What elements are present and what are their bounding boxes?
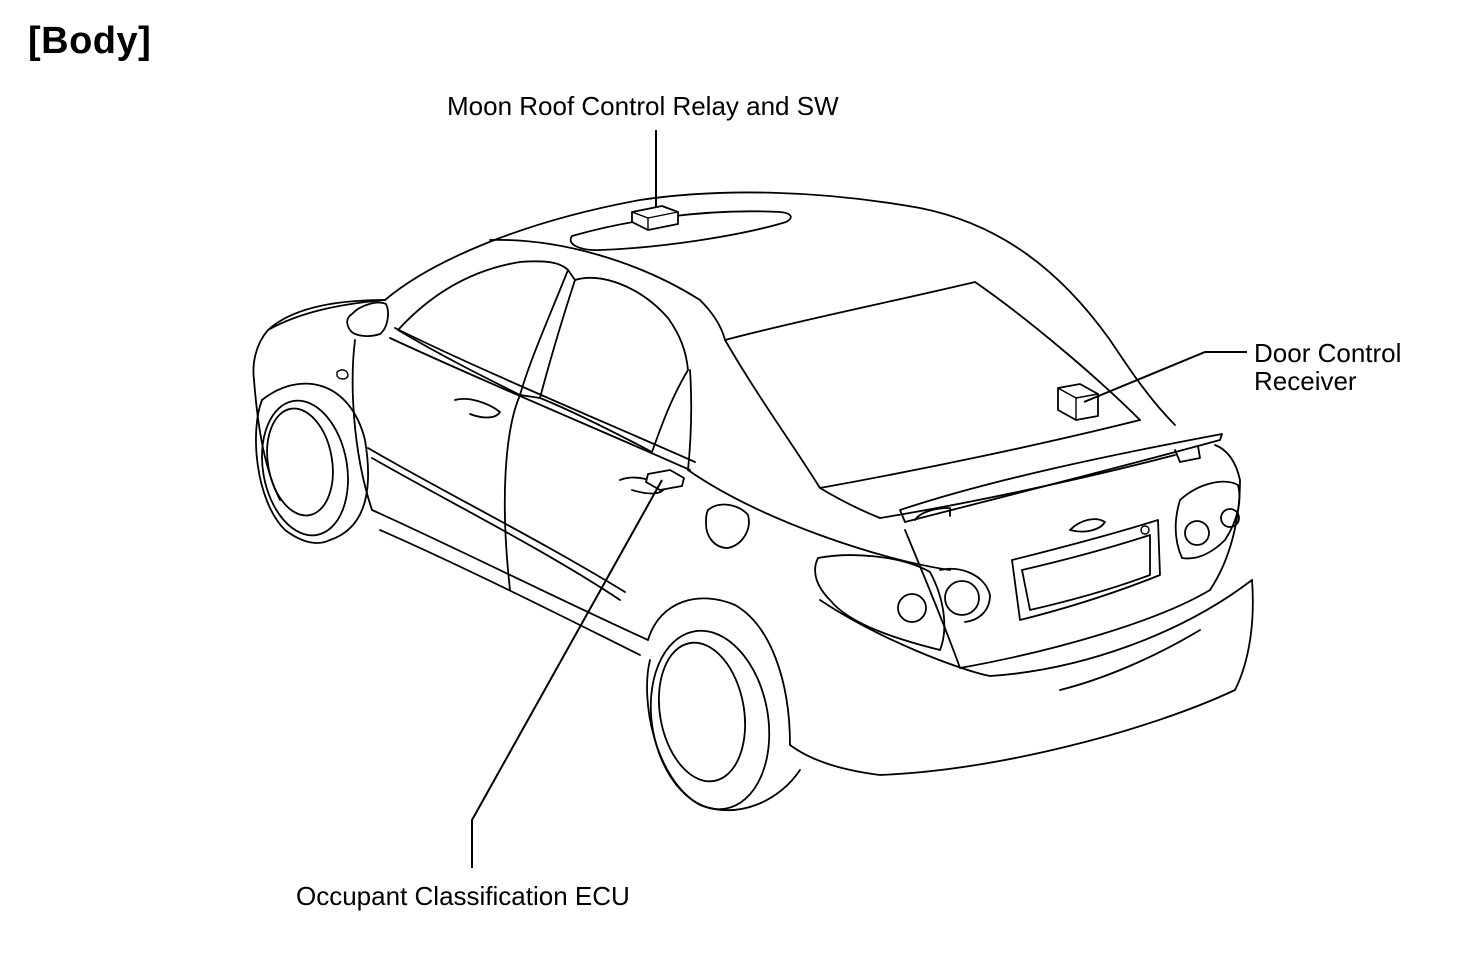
- occupant-leader-line: [471, 479, 663, 868]
- moon-roof-control-relay-label: Moon Roof Control Relay and SW: [447, 91, 839, 121]
- occupant-classification-ecu-label: Occupant Classification ECU: [296, 881, 630, 911]
- door-control-receiver-box: [1057, 383, 1099, 421]
- door-control-receiver-label-line1: Door Control: [1254, 338, 1402, 368]
- page-title: [Body]: [28, 20, 152, 62]
- front-wheel: [255, 382, 369, 544]
- door-control-receiver-label-line2: Receiver: [1254, 366, 1357, 396]
- occupant-classification-ecu-box: [645, 469, 685, 491]
- door-control-leader-line: [1083, 351, 1247, 403]
- moon-roof-control-relay-box: [631, 205, 679, 231]
- car-outline: [252, 191, 1254, 811]
- rear-wheel: [646, 597, 801, 811]
- door-control-receiver-label: Door Control Receiver: [1254, 339, 1401, 395]
